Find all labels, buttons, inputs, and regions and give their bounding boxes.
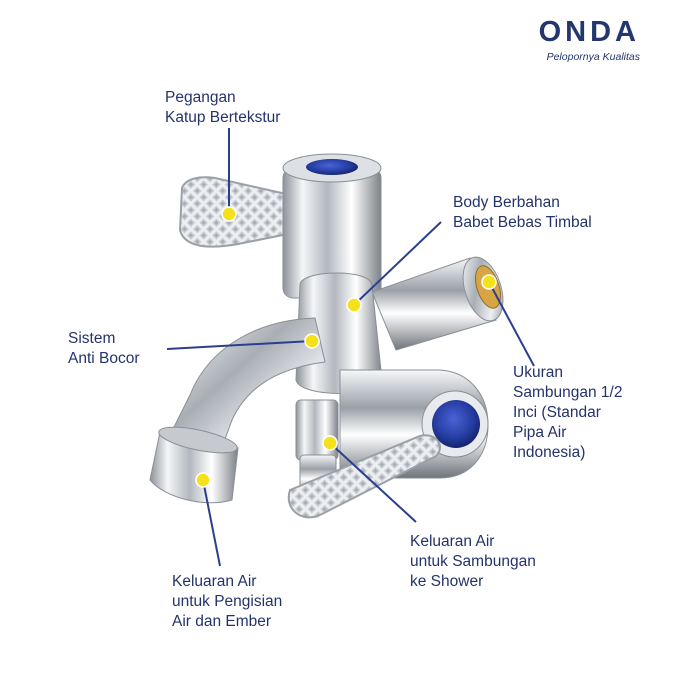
- dot-body: [346, 297, 362, 313]
- brand-logo: ONDA Pelopornya Kualitas: [539, 16, 640, 64]
- callout-connector-line: Sambungan 1/2: [513, 384, 623, 401]
- callout-bucket-line: Keluaran Air: [172, 573, 257, 590]
- dot-anti-leak: [304, 333, 320, 349]
- callout-body-line: Body Berbahan: [453, 194, 560, 211]
- callout-shower-line: untuk Sambungan: [410, 553, 536, 570]
- callout-body-line: Babet Bebas Timbal: [453, 214, 592, 231]
- upper-valve-body: [282, 153, 382, 299]
- callout-line-shower: [329, 442, 417, 523]
- callout-shower-line: ke Shower: [410, 573, 484, 590]
- dot-shower: [322, 435, 338, 451]
- callout-line-anti-leak: [166, 340, 313, 350]
- callout-connector-line: Inci (Standar: [513, 404, 601, 421]
- brand-tagline: Pelopornya Kualitas: [546, 51, 640, 63]
- callout-handle-line: Katup Bertekstur: [165, 109, 281, 126]
- callout-shower-outlet: Keluaran Air untuk Sambungan ke Shower: [410, 532, 536, 592]
- callout-line-bucket: [202, 479, 221, 567]
- callout-connector-line: Ukuran: [513, 364, 563, 381]
- upper-lever-handle: [178, 176, 300, 248]
- callout-anti-leak: Sistem Anti Bocor: [68, 329, 140, 369]
- callout-anti-leak-line: Anti Bocor: [68, 350, 140, 367]
- callout-dots: [195, 206, 497, 488]
- callout-handle: Pegangan Katup Bertekstur: [165, 88, 280, 128]
- callout-handle-line: Pegangan: [165, 89, 236, 106]
- callout-connector-line: Indonesia): [513, 444, 586, 461]
- callout-bucket-line: untuk Pengisian: [172, 593, 283, 610]
- callout-line-connector: [488, 281, 535, 367]
- callout-line-body: [353, 221, 442, 306]
- callout-lines: [166, 128, 535, 567]
- main-spout: [149, 317, 326, 504]
- callout-connector-line: Pipa Air: [513, 424, 567, 441]
- callout-body: Body Berbahan Babet Bebas Timbal: [453, 193, 592, 233]
- dot-handle: [221, 206, 237, 222]
- dot-bucket: [195, 472, 211, 488]
- callout-anti-leak-line: Sistem: [68, 330, 116, 347]
- callout-shower-line: Keluaran Air: [410, 533, 495, 550]
- lower-lever-handle: [287, 434, 441, 519]
- callout-connector-size: Ukuran Sambungan 1/2 Inci (Standar Pipa …: [513, 363, 622, 463]
- dot-connector: [481, 274, 497, 290]
- brand-name: ONDA: [538, 16, 640, 48]
- callout-bucket-line: Air dan Ember: [172, 613, 272, 630]
- callout-bucket-outlet: Keluaran Air untuk Pengisian Air dan Emb…: [172, 572, 282, 632]
